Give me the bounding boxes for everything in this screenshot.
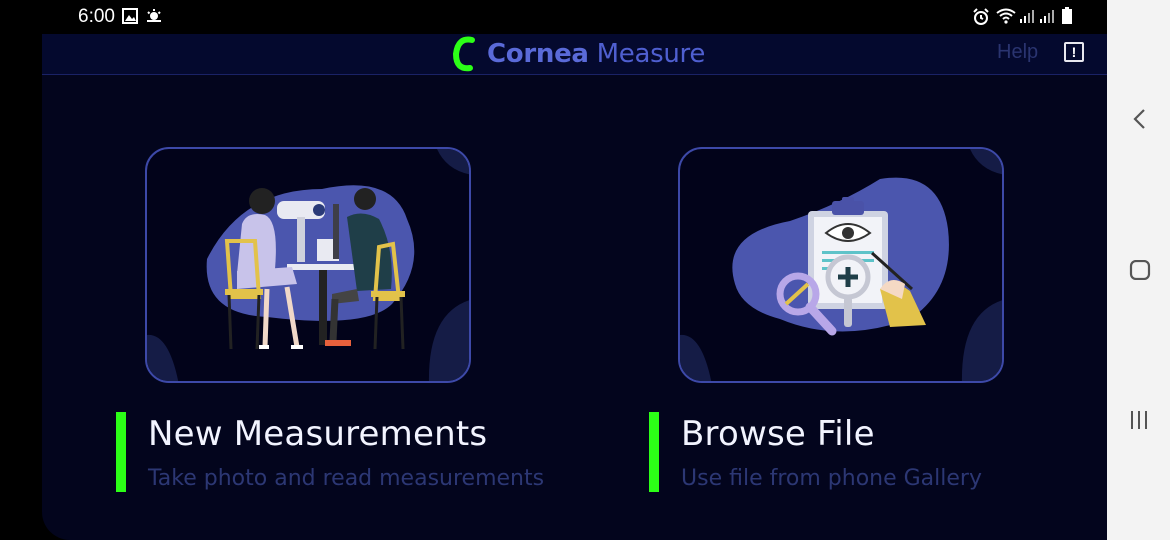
- browse-file-accent-bar: [649, 412, 659, 492]
- new-measurements-subtitle: Take photo and read measurements: [148, 466, 545, 491]
- app-logo-icon: [450, 34, 478, 78]
- weather-notification-icon: [145, 8, 163, 28]
- clipboard-eye-illustration: [680, 149, 1002, 381]
- home-icon[interactable]: [1129, 259, 1151, 284]
- browse-file-title[interactable]: Browse File: [681, 414, 875, 454]
- app-screen: Cornea Measure Help !: [42, 34, 1107, 540]
- eye-exam-illustration: [147, 149, 469, 381]
- signal-icon-2: [1039, 8, 1055, 28]
- status-bar: 6:00: [0, 0, 1107, 34]
- recents-icon[interactable]: [1129, 410, 1149, 434]
- app-title-bold: Cornea: [487, 39, 589, 69]
- browse-file-card[interactable]: [678, 147, 1004, 383]
- battery-icon: [1062, 7, 1072, 28]
- info-icon[interactable]: !: [1064, 42, 1084, 62]
- app-bar: Cornea Measure Help !: [42, 34, 1107, 75]
- alarm-icon: [972, 8, 990, 30]
- app-title-normal: Measure: [588, 39, 706, 69]
- gallery-notification-icon: [122, 8, 138, 28]
- back-icon[interactable]: [1132, 108, 1146, 134]
- app-title: Cornea Measure: [487, 39, 705, 69]
- system-nav-bar: [1107, 0, 1170, 540]
- new-measurements-card[interactable]: [145, 147, 471, 383]
- new-measurements-title[interactable]: New Measurements: [148, 414, 488, 454]
- wifi-icon: [996, 8, 1016, 28]
- status-time: 6:00: [78, 6, 115, 27]
- new-measurements-accent-bar: [116, 412, 126, 492]
- browse-file-subtitle: Use file from phone Gallery: [681, 466, 982, 491]
- help-link[interactable]: Help: [997, 41, 1039, 63]
- signal-icon-1: [1019, 8, 1035, 28]
